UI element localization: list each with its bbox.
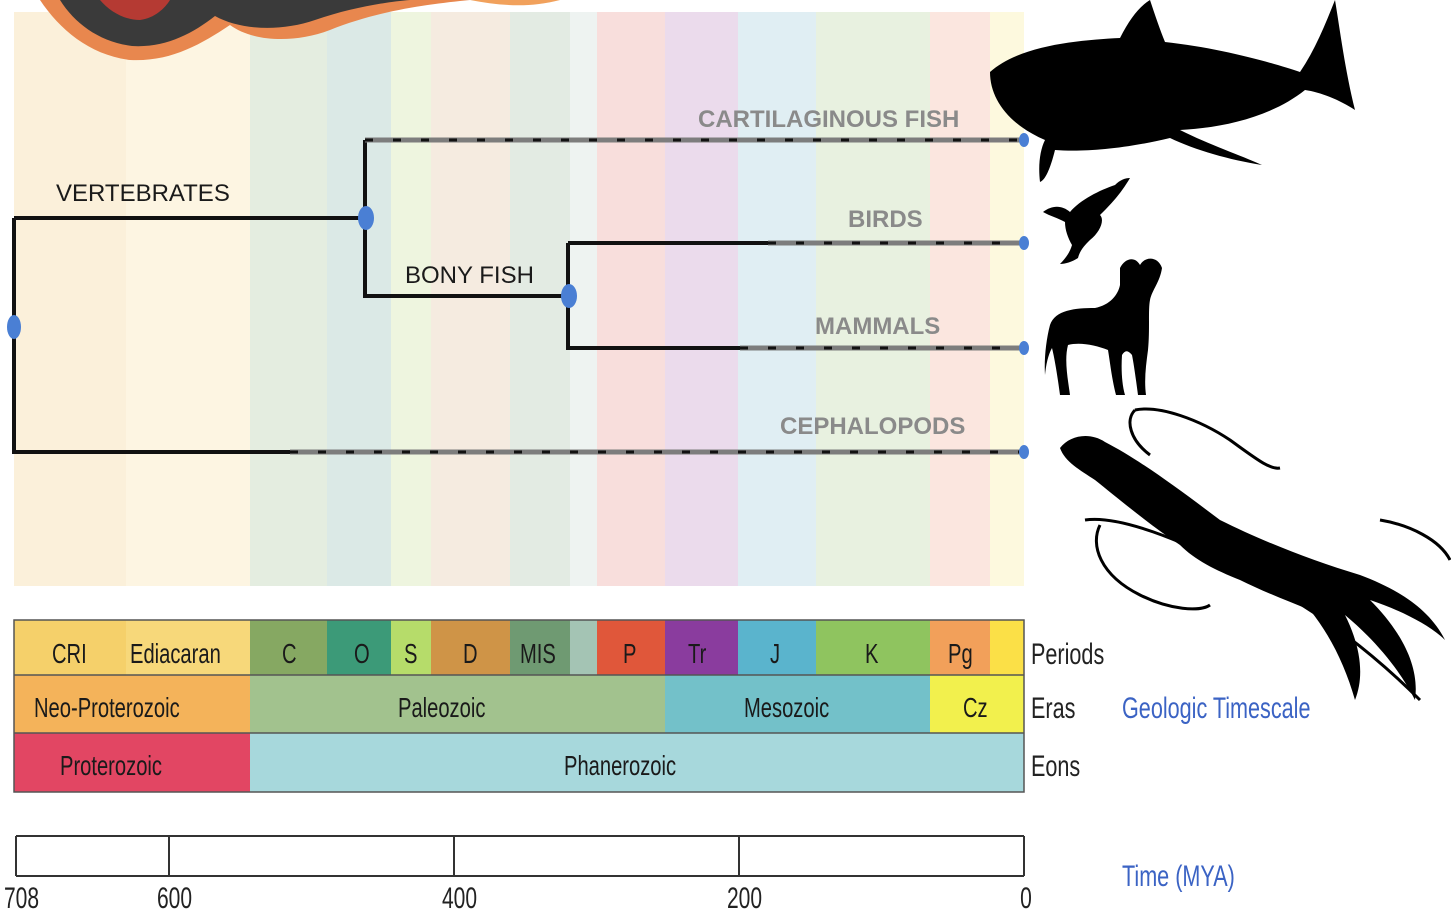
eras-row-label: Eras [1031,692,1076,725]
period-band [597,620,665,675]
period-band [816,620,930,675]
era-label: Mesozoic [744,692,830,723]
tip-label-cartilaginous-fish: CARTILAGINOUS FISH [698,106,960,133]
period-label: P [623,638,637,669]
bg-strip [738,12,816,586]
tip-label-birds: BIRDS [848,206,923,233]
node-bony-fish [561,284,577,308]
timescale-title: Geologic Timescale [1122,692,1311,725]
axis-title: Time (MYA) [1122,860,1235,893]
bg-strip [126,12,250,586]
eons-row-label: Eons [1031,750,1081,783]
period-label: MIS [520,638,556,669]
period-band [990,620,1024,675]
period-background-strips [14,12,1024,586]
period-label: CRI [52,638,87,669]
axis-tick-label: 400 [442,882,478,915]
bg-strip [327,12,391,586]
period-band [250,620,327,675]
bg-strip [391,12,431,586]
bg-strip [510,12,570,586]
branch-vertebrate-split [363,140,568,298]
bg-strip [431,12,510,586]
axis-tick-label: 0 [1020,882,1032,915]
shark-silhouette-icon [990,0,1355,182]
periods-row [14,620,1024,675]
timescale-frame [13,619,1025,793]
branch-bony-split [566,243,740,350]
bg-strip [816,12,930,586]
tree-branches [12,138,768,454]
era-label: Paleozoic [398,692,486,723]
wild-dog-silhouette-icon [1044,258,1162,395]
eon-label: Proterozoic [60,750,162,781]
tip-node [1019,133,1029,147]
period-band [570,620,597,675]
eon-label: Phanerozoic [564,750,677,781]
tip-node [1019,236,1029,250]
tip-node [1019,341,1029,355]
period-label: O [354,638,370,669]
branch-root [12,218,290,454]
period-label: J [770,638,781,669]
periods-row-label: Periods [1031,638,1105,671]
era-label: Cz [963,692,988,723]
bird-silhouette-icon [1043,178,1130,264]
eon-band [250,733,1024,792]
tip-node [1019,445,1029,459]
tip-label-cephalopods: CEPHALOPODS [780,413,966,440]
period-band [930,620,990,675]
eras-row [14,675,1024,733]
clade-label-vertebrates: VERTEBRATES [56,180,230,207]
eons-row [14,674,1024,792]
era-band [14,675,250,733]
period-band [391,620,431,675]
bg-strip [14,12,126,586]
period-band [665,620,738,675]
period-label: Tr [688,638,707,669]
bg-strip [930,12,990,586]
node-vertebrates [358,206,374,230]
period-band [431,620,510,675]
tip-label-mammals: MAMMALS [815,313,941,340]
period-band [738,620,816,675]
era-band [930,675,1024,733]
bg-strip [665,12,738,586]
squid-silhouette-icon [1060,407,1451,702]
bg-strip [597,12,665,586]
era-band [250,675,665,733]
period-label: K [865,638,879,669]
tree-nodes [7,133,1029,459]
axis-tick-label: 200 [727,882,763,915]
period-label: Ediacaran [130,638,221,669]
eon-band [14,733,250,792]
period-label: C [282,638,297,669]
axis-tick-label: 708 [4,882,40,915]
tree-dashed-branches [290,137,1024,455]
period-label: D [463,638,478,669]
time-axis [15,835,1025,877]
node-root [7,315,21,339]
axis-tick-label: 600 [157,882,193,915]
bg-strip [250,12,327,586]
era-label: Neo-Proterozoic [34,692,180,723]
clade-label-bony-fish: BONY FISH [405,262,534,289]
period-band [126,620,250,675]
period-band [14,620,126,675]
period-label: Pg [948,638,973,669]
period-label: S [404,638,418,669]
era-band [665,675,930,733]
period-band [327,620,391,675]
logo-fragment-icon [40,0,560,61]
period-band [510,620,570,675]
